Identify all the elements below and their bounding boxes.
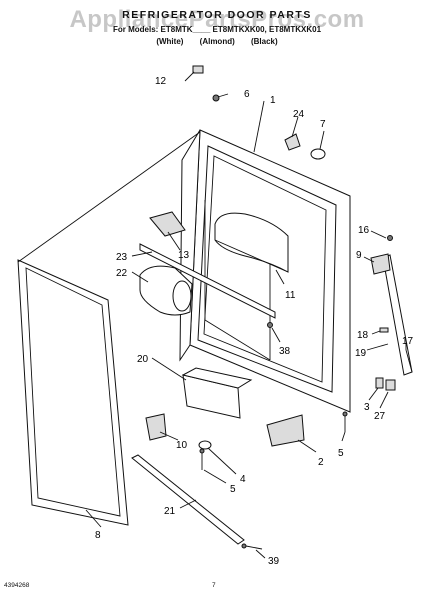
bin-part-22[interactable] [139,265,193,316]
callout-38: 38 [279,346,291,357]
screw-part-17[interactable] [405,349,413,373]
callout-5b: 5 [230,484,236,495]
part-27[interactable] [385,379,396,391]
color-variants: (White) (Almond) (Black) [156,37,278,46]
callout-39: 39 [268,556,280,567]
callout-24: 24 [293,109,305,120]
part-3[interactable] [375,377,384,389]
watermark: AppliancePartsPros.com [69,6,365,33]
callout-27: 27 [374,411,386,422]
plug-part-38[interactable] [267,322,273,328]
callout-2: 2 [318,457,324,468]
callout-22: 22 [116,268,128,279]
cover-part-7[interactable] [310,148,326,160]
door-gasket-part-8[interactable] [17,131,201,526]
plug-part-18[interactable] [379,327,389,333]
callout-labels: 1 2 3 4 5 5 6 7 8 9 10 11 12 13 16 17 18… [95,76,414,567]
trim-strip-part-21[interactable] [131,454,245,545]
screw-part-5b[interactable] [199,448,205,470]
callout-9: 9 [356,250,362,261]
callout-11: 11 [285,290,296,301]
stop-part-4[interactable] [198,440,212,450]
callout-3: 3 [364,402,370,413]
callout-19: 19 [355,348,367,359]
model-numbers: For Models: ET8MTK____ ET8MTKXK00, ET8MT… [112,25,322,34]
callout-17: 17 [402,336,414,347]
callout-18: 18 [357,330,369,341]
cam-part-10[interactable] [145,413,167,441]
callout-23: 23 [116,252,128,263]
callout-6: 6 [244,89,250,100]
dairy-door-part-11[interactable] [214,212,289,273]
door-bin-part-20[interactable] [181,367,253,419]
callout-13: 13 [178,250,190,261]
page-number: 7 [212,582,216,589]
screw-part-5a[interactable] [342,411,348,432]
pad-part-13[interactable] [149,211,186,237]
handle-bracket-part-2[interactable] [266,414,305,447]
shelf-bar-part-23[interactable] [139,243,276,319]
callout-20: 20 [137,354,149,365]
callout-10: 10 [176,440,188,451]
plug-part-12[interactable] [192,65,204,74]
screw-part-39[interactable] [241,543,263,550]
diagram-title: REFRIGERATOR DOOR PARTS [122,9,312,21]
screw-part-16[interactable] [387,235,393,241]
callout-21: 21 [164,506,176,517]
leader-lines [85,71,407,559]
callout-1: 1 [270,95,276,106]
callout-5a: 5 [338,448,344,459]
callout-12: 12 [155,76,167,87]
callout-7: 7 [320,119,326,130]
callout-16: 16 [358,225,370,236]
callout-4: 4 [240,474,246,485]
hinge-pin-part-9[interactable] [370,253,391,275]
callout-8: 8 [95,530,101,541]
screw-part-6[interactable] [212,94,220,102]
footer-code: 4394268 [4,582,30,589]
